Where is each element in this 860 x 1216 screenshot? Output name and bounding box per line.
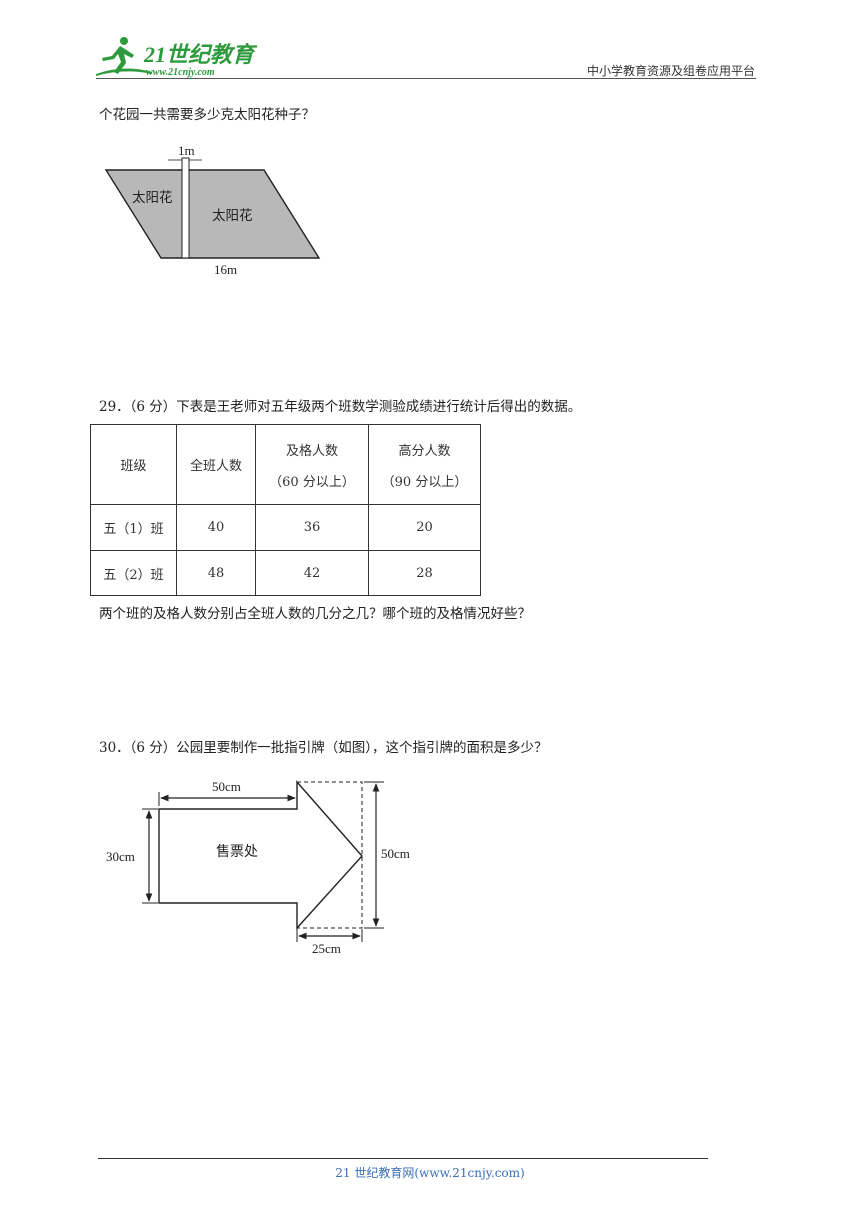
- table-cell: 20: [368, 504, 481, 551]
- left-dimension-label: 30cm: [106, 849, 135, 864]
- site-tag: 中小学教育资源及组卷应用平台: [586, 64, 755, 78]
- score-table: 班级 全班人数 及格人数 （60 分以上） 高分人数 （90 分以上） 五（1）…: [90, 424, 481, 596]
- table-cell: 28: [368, 550, 481, 596]
- table-row: 五（1）班 40 36 20: [90, 504, 481, 551]
- top-dimension-label: 50cm: [212, 779, 241, 794]
- right-dimension-label: 50cm: [381, 846, 410, 861]
- table-cell: 36: [255, 504, 369, 551]
- path-width-label: 1m: [178, 143, 195, 158]
- logo-text: 21世纪教育: [143, 42, 258, 67]
- garden-path: [181, 157, 190, 259]
- footer-text: 21 世纪教育网(www.21cnjy.com): [335, 1166, 525, 1180]
- table-row: 五（2）班 48 42 28: [90, 550, 481, 596]
- q29-prompt: 29．（6 分）下表是王老师对五年级两个班数学测验成绩进行统计后得出的数据。: [99, 399, 582, 415]
- table-cell: 42: [255, 550, 369, 596]
- logo-url: www.21cnjy.com: [146, 67, 215, 78]
- table-cell: 40: [176, 504, 256, 551]
- q30-prompt: 30．（6 分）公园里要制作一批指引牌（如图），这个指引牌的面积是多少？: [99, 740, 548, 756]
- base-label: 16m: [214, 262, 237, 277]
- runner-icon: [96, 37, 152, 76]
- header-cell-high: 高分人数 （90 分以上）: [368, 424, 481, 505]
- arrow-sign-outline: [158, 780, 363, 930]
- garden-parallelogram: [104, 169, 321, 259]
- pass-header-label: 及格人数: [285, 443, 338, 459]
- table-cell: 五（1）班: [90, 504, 177, 551]
- header-cell-class: 班级: [90, 424, 177, 505]
- left-flower-label: 太阳花: [132, 190, 173, 205]
- table-cell: 五（2）班: [90, 550, 177, 596]
- header-cell-total: 全班人数: [176, 424, 256, 505]
- garden-figure: 1m 太阳花 太阳花 16m: [104, 143, 321, 277]
- sign-figure: 50cm 30cm 50cm 25cm 售票处: [106, 779, 410, 956]
- header-cell-pass: 及格人数 （60 分以上）: [255, 424, 369, 505]
- table-cell: 48: [176, 550, 256, 596]
- high-header-note: （90 分以上）: [381, 474, 468, 490]
- q28-question-tail: 个花园一共需要多少克太阳花种子？: [99, 107, 315, 123]
- header-divider: [96, 78, 756, 79]
- pass-header-note: （60 分以上）: [269, 474, 355, 490]
- footer-divider: [98, 1158, 708, 1159]
- q29-question: 两个班的及格人数分别占全班人数的几分之几？哪个班的及格情况好些？: [99, 606, 531, 622]
- bottom-dimension-label: 25cm: [312, 941, 341, 956]
- sign-text: 售票处: [216, 844, 258, 860]
- right-flower-label: 太阳花: [212, 208, 253, 223]
- table-header-row: 班级 全班人数 及格人数 （60 分以上） 高分人数 （90 分以上）: [90, 424, 481, 505]
- site-logo: 21世纪教育 www.21cnjy.com: [96, 37, 258, 78]
- high-header-label: 高分人数: [398, 443, 451, 459]
